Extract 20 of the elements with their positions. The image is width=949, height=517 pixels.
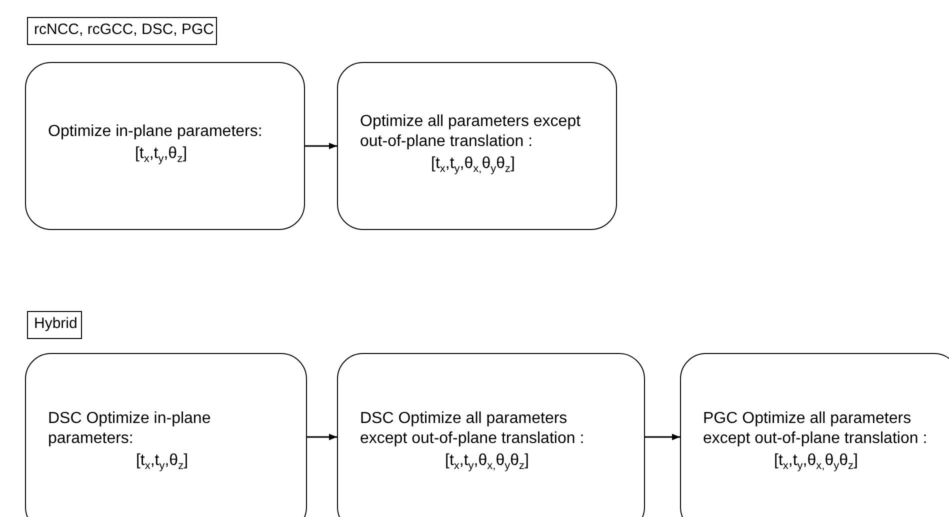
process-box bbox=[337, 62, 617, 230]
parameter-formula: [t$_{x}$,t$_{y}$,θ$_{z}$] bbox=[134, 144, 188, 168]
parameter-formula: [t$_{x}$,t$_{y}$,θ$_{z}$] bbox=[134, 451, 190, 475]
arrow bbox=[307, 434, 337, 440]
process-box bbox=[337, 353, 645, 517]
process-box bbox=[680, 353, 949, 517]
step-text: DSC Optimize all parameters except out-of-plane translation : bbox=[360, 409, 586, 450]
label-box: Hybrid bbox=[27, 311, 82, 339]
arrow bbox=[305, 142, 337, 150]
step-text: Optimize in-plane parameters: bbox=[48, 122, 264, 142]
parameter-formula: [t$_{x}$,t$_{y}$,θ$_{x,}$θ$_{y}$θ$_{z}$] bbox=[773, 451, 859, 475]
process-box bbox=[25, 353, 307, 517]
label-box: rcNCC, rcGCC, DSC, PGC bbox=[27, 17, 217, 45]
step-text: Optimize all parameters except out-of-plane translation : bbox=[360, 112, 582, 152]
process-box bbox=[25, 62, 305, 230]
step-text: DSC Optimize in-plane parameters: bbox=[48, 409, 212, 450]
parameter-formula: [t$_{x}$,t$_{y}$,θ$_{x,}$θ$_{y}$θ$_{z}$] bbox=[430, 154, 516, 178]
parameter-formula: [t$_{x}$,t$_{y}$,θ$_{x,}$θ$_{y}$θ$_{z}$] bbox=[444, 451, 530, 475]
step-text: PGC Optimize all parameters except out-of-plane translation : bbox=[703, 409, 928, 450]
arrow bbox=[645, 434, 680, 440]
